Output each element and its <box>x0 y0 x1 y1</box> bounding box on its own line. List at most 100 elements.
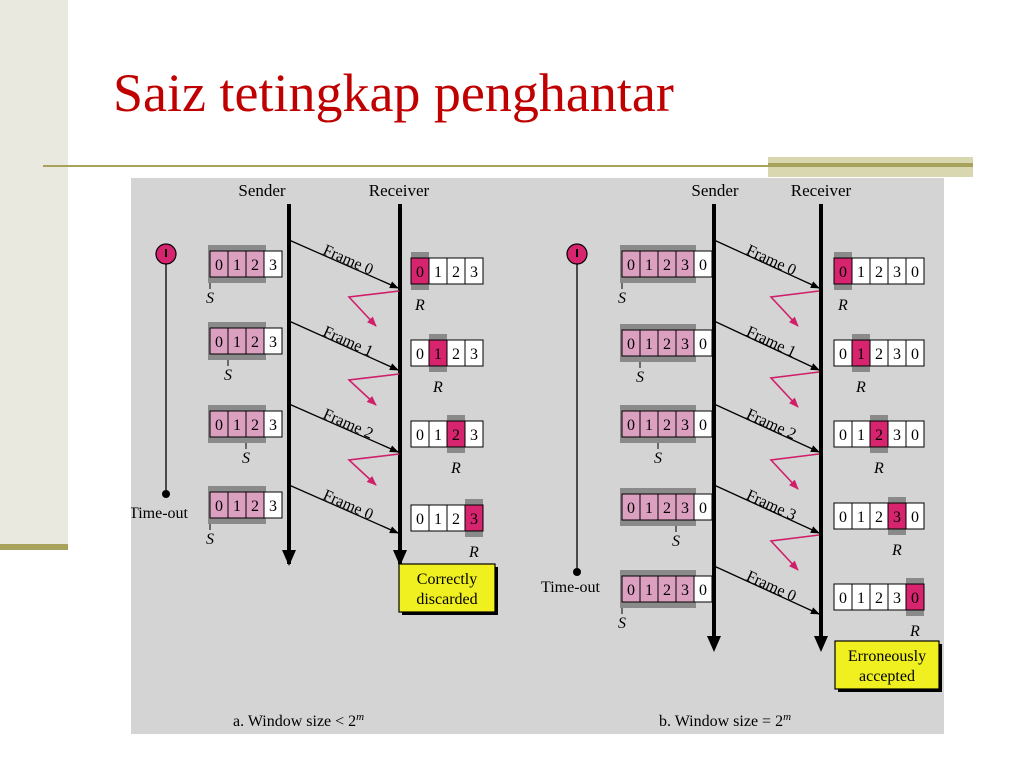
r-marker-a-0: R <box>414 297 425 314</box>
receiver-cell-label-a-1-2: 2 <box>452 346 460 363</box>
frame-label-a-2: Frame 2 <box>320 406 375 443</box>
frame-arrow-b-3 <box>713 484 820 534</box>
receiver-cell-label-a-3-1: 1 <box>434 511 442 528</box>
frame-arrow-b-0 <box>713 239 820 289</box>
receiver-cell-label-a-2-1: 1 <box>434 427 442 444</box>
caption-b: b. Window size = 2m <box>659 711 791 730</box>
result-line-2-a: discarded <box>416 591 477 608</box>
r-marker-a-2: R <box>450 460 461 477</box>
timeout-dot-b <box>573 568 581 576</box>
result-line-1-a: Correctly <box>417 571 477 588</box>
sender-cell-label-b-1-3: 3 <box>681 336 689 353</box>
r-marker-b-1: R <box>855 379 866 396</box>
sender-cell-label-a-2-0: 0 <box>215 417 223 434</box>
sender-cell-label-a-3-0: 0 <box>215 498 223 515</box>
receiver-cell-label-b-3-4: 0 <box>911 509 919 526</box>
receiver-cell-label-b-1-1: 1 <box>857 346 865 363</box>
sender-cell-label-b-3-0: 0 <box>627 500 635 517</box>
frame-label-a-1: Frame 1 <box>320 323 375 360</box>
receiver-cell-b-1-4 <box>905 339 925 367</box>
receiver-cell-label-b-2-2: 2 <box>875 427 883 444</box>
sender-cell-label-a-2-2: 2 <box>251 417 259 434</box>
receiver-timeline-arrowhead-a <box>393 550 407 566</box>
sender-cell-b-1-4 <box>693 329 713 357</box>
title-rule <box>43 165 973 167</box>
receiver-label-b: Receiver <box>791 181 852 200</box>
receiver-cell-label-b-1-4: 0 <box>911 346 919 363</box>
sender-timeline-arrowhead-a <box>282 550 296 566</box>
ack-arrow-b-2 <box>769 453 820 490</box>
sender-cell-label-b-4-3: 3 <box>681 582 689 599</box>
receiver-cell-label-a-1-0: 0 <box>416 346 424 363</box>
s-marker-a-2: S <box>242 450 250 467</box>
sender-cell-label-a-3-1: 1 <box>233 498 241 515</box>
frame-label-b-2: Frame 2 <box>744 406 799 443</box>
receiver-cell-label-b-0-0: 0 <box>839 264 847 281</box>
receiver-cell-label-b-0-2: 2 <box>875 264 883 281</box>
r-marker-a-1: R <box>432 379 443 396</box>
receiver-cell-label-b-3-3: 3 <box>893 509 901 526</box>
receiver-cell-label-a-2-2: 2 <box>452 427 460 444</box>
ack-arrows-b <box>769 290 820 571</box>
caption-a: a. Window size < 2m <box>233 711 364 730</box>
receiver-cell-b-4-4 <box>905 583 925 611</box>
r-marker-b-0: R <box>837 297 848 314</box>
sender-cell-label-b-2-4: 0 <box>699 417 707 434</box>
receiver-cell-label-b-2-4: 0 <box>911 427 919 444</box>
sender-cell-label-b-1-1: 1 <box>645 336 653 353</box>
ack-arrow-a-1 <box>347 373 400 406</box>
frame-label-b-0: Frame 0 <box>744 242 799 279</box>
s-marker-b-3: S <box>672 533 680 550</box>
receiver-cell-label-b-3-2: 2 <box>875 509 883 526</box>
ack-arrow-a-0 <box>347 290 400 327</box>
sender-label-a: Sender <box>238 181 286 200</box>
s-marker-a-0: S <box>206 290 214 307</box>
sender-cell-b-0-4 <box>693 250 713 278</box>
timeout-label-a: Time-out <box>131 505 189 522</box>
frame-arrow-b-1 <box>713 320 820 371</box>
frame-arrow-a-3 <box>288 484 399 534</box>
sender-cell-label-b-3-1: 1 <box>645 500 653 517</box>
left-accent-line <box>0 544 68 550</box>
timeout-label-b: Time-out <box>541 579 601 596</box>
sender-cell-label-b-0-0: 0 <box>627 257 635 274</box>
receiver-cell-label-a-0-3: 3 <box>470 264 478 281</box>
sender-cell-label-b-3-2: 2 <box>663 500 671 517</box>
sender-cell-label-b-4-4: 0 <box>699 582 707 599</box>
frame-label-b-4: Frame 0 <box>744 568 799 605</box>
sender-cell-label-a-1-1: 1 <box>233 334 241 351</box>
s-marker-b-2: S <box>654 450 662 467</box>
receiver-cell-label-a-0-0: 0 <box>416 264 424 281</box>
receiver-cell-label-b-4-2: 2 <box>875 590 883 607</box>
receiver-cell-b-0-4 <box>905 257 925 285</box>
receiver-cell-label-b-1-0: 0 <box>839 346 847 363</box>
receiver-cell-label-b-2-1: 1 <box>857 427 865 444</box>
r-marker-b-2: R <box>873 460 884 477</box>
result-note-a <box>398 563 496 613</box>
frame-arrow-a-2 <box>288 403 399 453</box>
receiver-timeline-arrowhead-b <box>814 636 828 652</box>
sender-cell-label-a-2-3: 3 <box>269 417 277 434</box>
receiver-cell-label-a-1-1: 1 <box>434 346 442 363</box>
frame-arrow-a-1 <box>288 320 399 371</box>
r-marker-a-3: R <box>468 544 479 561</box>
r-marker-b-3: R <box>891 542 902 559</box>
receiver-cell-label-b-2-0: 0 <box>839 427 847 444</box>
sender-cell-label-b-1-2: 2 <box>663 336 671 353</box>
sender-cell-a-2-3 <box>263 410 283 438</box>
receiver-cell-b-3-4 <box>905 502 925 530</box>
receiver-cell-label-a-2-3: 3 <box>470 427 478 444</box>
timeout-dot-a <box>162 490 170 498</box>
receiver-cell-label-b-1-3: 3 <box>893 346 901 363</box>
ack-arrow-b-1 <box>769 371 820 408</box>
left-accent-bar <box>0 0 68 546</box>
sender-cell-label-a-3-2: 2 <box>251 498 259 515</box>
sender-cell-label-a-0-2: 2 <box>251 257 259 274</box>
